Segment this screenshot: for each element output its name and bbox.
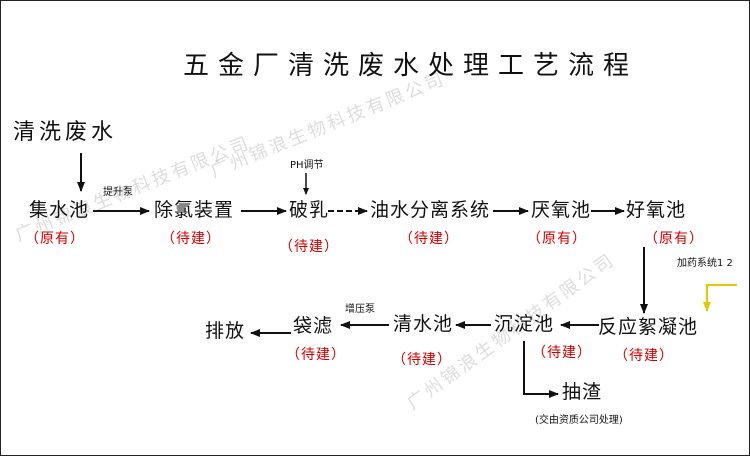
status-settle: （待建） xyxy=(532,345,592,361)
node-oilsep: 油水分离系统 xyxy=(370,199,491,221)
node-aerobic: 好氧池 xyxy=(626,199,687,221)
label-booster-pump: 增压泵 xyxy=(345,304,375,315)
arrow-settle-to-sludge xyxy=(523,341,559,398)
label-ph-adjust: PH调节 xyxy=(290,160,324,171)
status-aerobic: （原有） xyxy=(644,231,704,247)
status-collect: （原有） xyxy=(25,231,85,247)
node-collect: 集水池 xyxy=(29,199,90,221)
status-anaerobic: （原有） xyxy=(527,231,587,247)
status-clear: （待建） xyxy=(392,352,452,368)
node-clear: 清水池 xyxy=(393,313,454,335)
label-lift-pump: 提升泵 xyxy=(103,187,133,198)
node-bag: 袋滤 xyxy=(293,315,334,337)
node-discharge: 排放 xyxy=(205,320,246,342)
label-dosing: 加药系统1 2 xyxy=(677,258,733,269)
status-floc: （待建） xyxy=(614,348,674,364)
node-sludge: 抽渣 xyxy=(562,381,603,403)
arrow-dosing-to-floc xyxy=(703,284,737,312)
node-settle: 沉淀池 xyxy=(494,313,555,335)
status-breaking: （待建） xyxy=(279,239,339,255)
node-breaking: 破乳 xyxy=(289,199,330,221)
source-label: 清洗废水 xyxy=(13,120,118,145)
node-dechlor: 除氯装置 xyxy=(154,199,235,221)
sludge-note: (交由资质公司处理) xyxy=(535,415,623,426)
status-dechlor: （待建） xyxy=(161,231,221,247)
status-oilsep: （待建） xyxy=(399,231,459,247)
node-anaerobic: 厌氧池 xyxy=(531,199,592,221)
diagram-title: 五金厂清洗废水处理工艺流程 xyxy=(183,51,639,81)
node-floc: 反应絮凝池 xyxy=(598,316,699,338)
status-bag: （待建） xyxy=(286,347,346,363)
